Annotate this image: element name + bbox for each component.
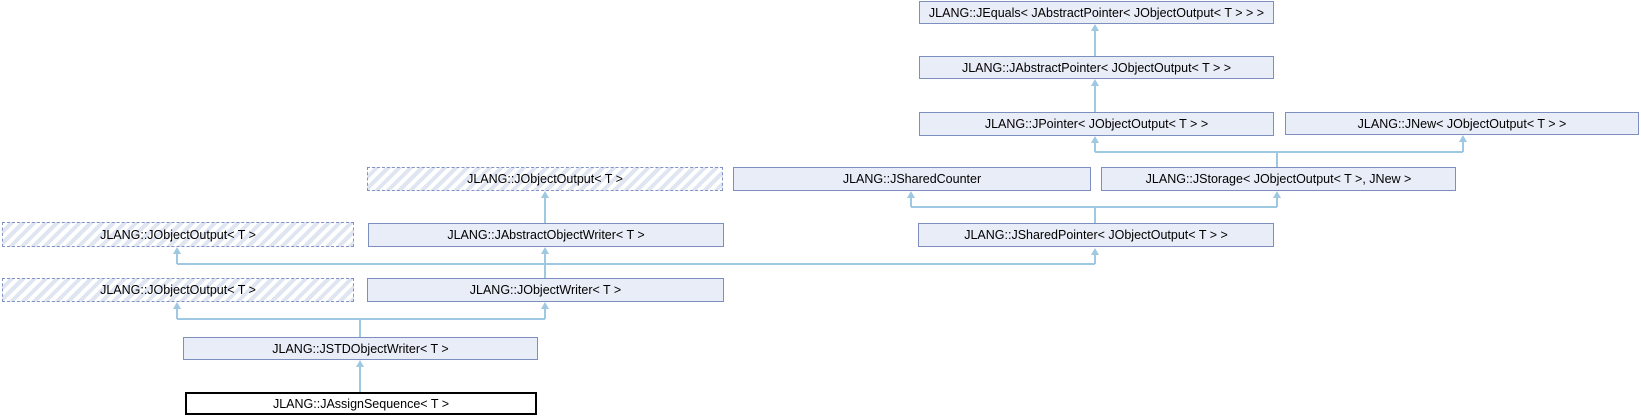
inheritance-arrowhead-jsharedpointer-to-jsharedcounter-and-jstorage: [1273, 191, 1281, 198]
inheritance-edge-jpointer-to-jabstractpointer: [1094, 86, 1096, 112]
class-node-label: JLANG::JAbstractObjectWriter< T >: [447, 228, 645, 242]
inheritance-edge-jabstractpointer-to-jequals: [1094, 31, 1096, 56]
inheritance-edge-jobjectwriter-to-jobjectoutput-jabstractobjectwriter-jsharedpointer: [176, 254, 178, 264]
inheritance-edge-jobjectwriter-to-jobjectoutput-jabstractobjectwriter-jsharedpointer: [177, 263, 1095, 265]
class-node-jsharedpointer[interactable]: JLANG::JSharedPointer< JObjectOutput< T …: [918, 223, 1274, 247]
class-node-label: JLANG::JPointer< JObjectOutput< T > >: [984, 117, 1209, 131]
inheritance-edge-jstdobjectwriter-to-jobjectoutput-and-jobjectwriter: [177, 318, 545, 320]
class-node-label: JLANG::JObjectOutput< T >: [100, 227, 256, 242]
class-node-label: JLANG::JSTDObjectWriter< T >: [272, 341, 449, 356]
inheritance-edge-jstorage-to-jpointer-and-jnew: [1276, 152, 1278, 167]
inheritance-edge-jsharedpointer-to-jsharedcounter-and-jstorage: [911, 206, 1277, 208]
class-node-jassignsequence: JLANG::JAssignSequence< T >: [185, 392, 537, 415]
inheritance-arrowhead-jstdobjectwriter-to-jobjectoutput-and-jobjectwriter: [541, 302, 549, 309]
inheritance-edge-jstdobjectwriter-to-jobjectoutput-and-jobjectwriter: [544, 309, 546, 319]
class-node-jsharedcounter[interactable]: JLANG::JSharedCounter: [733, 167, 1091, 191]
class-node-label: JLANG::JAssignSequence< T >: [272, 396, 450, 411]
inheritance-arrowhead-jstorage-to-jpointer-and-jnew: [1091, 136, 1099, 143]
inheritance-edge-jstorage-to-jpointer-and-jnew: [1094, 143, 1096, 152]
inheritance-edge-jsharedpointer-to-jsharedcounter-and-jstorage: [1276, 198, 1278, 207]
class-node-label: JLANG::JObjectOutput< T >: [467, 172, 623, 186]
class-node-jequals[interactable]: JLANG::JEquals< JAbstractPointer< JObjec…: [919, 1, 1274, 24]
class-node-label: JLANG::JObjectWriter< T >: [469, 283, 622, 297]
class-node-jstdobjectwriter[interactable]: JLANG::JSTDObjectWriter< T >: [183, 337, 538, 360]
inheritance-edge-jstorage-to-jpointer-and-jnew: [1462, 142, 1464, 152]
class-node-label: JLANG::JSharedPointer< JObjectOutput< T …: [964, 228, 1228, 242]
inheritance-edge-jstdobjectwriter-to-jobjectoutput-and-jobjectwriter: [359, 319, 361, 337]
inheritance-edge-jstorage-to-jpointer-and-jnew: [1095, 151, 1463, 153]
class-node-jpointer[interactable]: JLANG::JPointer< JObjectOutput< T > >: [919, 112, 1274, 136]
inheritance-edge-jsharedpointer-to-jsharedcounter-and-jstorage: [1094, 207, 1096, 223]
class-node-label: JLANG::JNew< JObjectOutput< T > >: [1357, 116, 1567, 131]
class-node-jobjectoutput-b: JLANG::JObjectOutput< T >: [2, 222, 354, 247]
inheritance-arrowhead-jstorage-to-jpointer-and-jnew: [1459, 135, 1467, 142]
inheritance-arrowhead-jpointer-to-jabstractpointer: [1091, 79, 1099, 86]
class-node-jabstractpointer[interactable]: JLANG::JAbstractPointer< JObjectOutput< …: [919, 56, 1274, 79]
inheritance-arrowhead-jabstractpointer-to-jequals: [1091, 24, 1099, 31]
inheritance-arrowhead-jassignsequence-to-jstdobjectwriter: [356, 360, 364, 367]
inheritance-arrowhead-jobjectwriter-to-jobjectoutput-jabstractobjectwriter-jsharedpointer: [1091, 248, 1099, 255]
inheritance-arrowhead-jsharedpointer-to-jsharedcounter-and-jstorage: [907, 191, 915, 198]
class-node-jabstractobjectwriter[interactable]: JLANG::JAbstractObjectWriter< T >: [368, 223, 724, 247]
inheritance-edge-jabstractobjectwriter-to-jobjectoutput: [544, 198, 546, 223]
inheritance-arrowhead-jobjectwriter-to-jobjectoutput-jabstractobjectwriter-jsharedpointer: [541, 247, 549, 254]
inheritance-edge-jassignsequence-to-jstdobjectwriter: [359, 367, 361, 392]
class-node-jobjectoutput-a: JLANG::JObjectOutput< T >: [367, 167, 723, 191]
inheritance-arrowhead-jobjectwriter-to-jobjectoutput-jabstractobjectwriter-jsharedpointer: [173, 247, 181, 254]
inheritance-arrowhead-jstdobjectwriter-to-jobjectoutput-and-jobjectwriter: [173, 302, 181, 309]
inheritance-edge-jobjectwriter-to-jobjectoutput-jabstractobjectwriter-jsharedpointer: [544, 254, 546, 264]
class-node-label: JLANG::JStorage< JObjectOutput< T >, JNe…: [1145, 172, 1412, 186]
inheritance-arrowhead-jabstractobjectwriter-to-jobjectoutput: [541, 191, 549, 198]
class-node-jnew[interactable]: JLANG::JNew< JObjectOutput< T > >: [1285, 112, 1639, 135]
class-node-label: JLANG::JAbstractPointer< JObjectOutput< …: [961, 60, 1232, 75]
inheritance-edge-jobjectwriter-to-jobjectoutput-jabstractobjectwriter-jsharedpointer: [544, 264, 546, 278]
class-node-jstorage[interactable]: JLANG::JStorage< JObjectOutput< T >, JNe…: [1101, 167, 1456, 191]
class-node-label: JLANG::JObjectOutput< T >: [100, 283, 256, 297]
class-node-label: JLANG::JEquals< JAbstractPointer< JObjec…: [928, 5, 1265, 20]
inheritance-edge-jsharedpointer-to-jsharedcounter-and-jstorage: [910, 198, 912, 207]
inheritance-edge-jobjectwriter-to-jobjectoutput-jabstractobjectwriter-jsharedpointer: [1094, 255, 1096, 264]
class-node-jobjectwriter[interactable]: JLANG::JObjectWriter< T >: [367, 278, 724, 302]
inheritance-edge-jstdobjectwriter-to-jobjectoutput-and-jobjectwriter: [176, 309, 178, 319]
class-node-jobjectoutput-c: JLANG::JObjectOutput< T >: [2, 278, 354, 302]
class-node-label: JLANG::JSharedCounter: [842, 172, 982, 186]
